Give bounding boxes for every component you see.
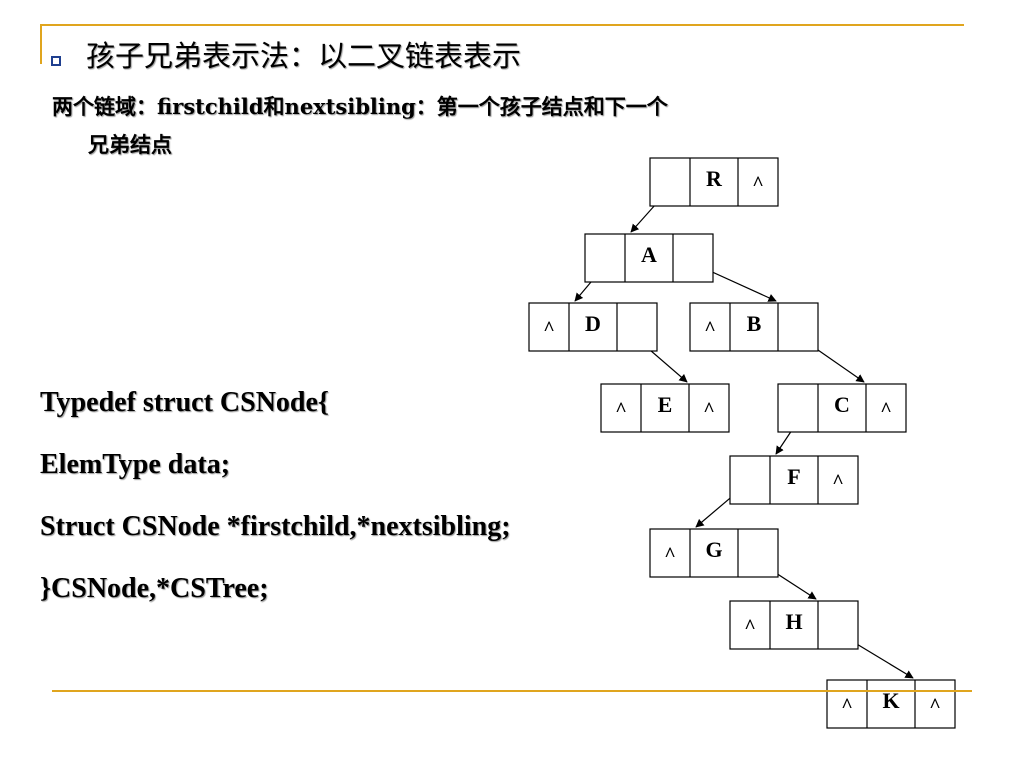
node-label: K (882, 688, 899, 713)
code-block: Typedef struct CSNode{ ElemType data; St… (40, 372, 511, 620)
null-firstchild-marker: ^ (744, 616, 756, 638)
node-box (600, 383, 730, 433)
node-box (826, 679, 956, 729)
node-label: D (585, 311, 601, 336)
node-label: B (747, 311, 762, 336)
slide-title: 孩子兄弟表示法：以二叉链表表示 (86, 39, 522, 73)
tree-node-g: G^ (649, 528, 779, 578)
bottom-accent-rule (52, 690, 972, 692)
null-firstchild-marker: ^ (615, 399, 627, 421)
null-nextsibling-marker: ^ (832, 471, 844, 493)
null-firstchild-marker: ^ (704, 318, 716, 340)
tree-node-h: H^ (729, 600, 859, 650)
node-label: C (834, 392, 850, 417)
node-box (584, 233, 714, 283)
node-box (528, 302, 658, 352)
node-box (729, 455, 859, 505)
code-line: ElemType data; (40, 449, 231, 480)
tree-node-k: K ^ ^ (826, 679, 956, 729)
tree-node-d: D^ (528, 302, 658, 352)
code-line: }CSNode,*CSTree; (40, 573, 269, 604)
null-firstchild-marker: ^ (543, 318, 555, 340)
node-box (689, 302, 819, 352)
null-firstchild-marker: ^ (664, 544, 676, 566)
tree-node-a: A (584, 233, 714, 283)
node-box (649, 528, 779, 578)
null-nextsibling-marker: ^ (929, 695, 941, 717)
top-accent-rule (40, 24, 964, 26)
null-nextsibling-marker: ^ (703, 399, 715, 421)
code-line: Typedef struct CSNode{ (40, 387, 329, 418)
tree-node-r: R^ (649, 157, 779, 207)
node-label: F (787, 464, 800, 489)
tree-node-b: B^ (689, 302, 819, 352)
tree-node-e: E ^ ^ (600, 383, 730, 433)
left-accent-rule (40, 24, 42, 64)
subtitle-line-1: 两个链域：firstchild和nextsibling：第一个孩子结点和下一个 (52, 94, 668, 119)
node-label: R (706, 166, 723, 191)
node-label: A (641, 242, 657, 267)
null-firstchild-marker: ^ (841, 695, 853, 717)
square-bullet-icon (51, 56, 61, 66)
code-line: Struct CSNode *firstchild,*nextsibling; (40, 511, 511, 542)
node-label: E (658, 392, 673, 417)
node-box (729, 600, 859, 650)
tree-node-c: C^ (777, 383, 907, 433)
null-nextsibling-marker: ^ (752, 173, 764, 195)
slide-subtitle: 两个链域：firstchild和nextsibling：第一个孩子结点和下一个 … (52, 88, 882, 164)
tree-node-f: F^ (729, 455, 859, 505)
node-box (777, 383, 907, 433)
node-label: G (705, 537, 722, 562)
subtitle-line-2: 兄弟结点 (88, 132, 172, 157)
null-nextsibling-marker: ^ (880, 399, 892, 421)
node-label: H (785, 609, 802, 634)
node-box (649, 157, 779, 207)
